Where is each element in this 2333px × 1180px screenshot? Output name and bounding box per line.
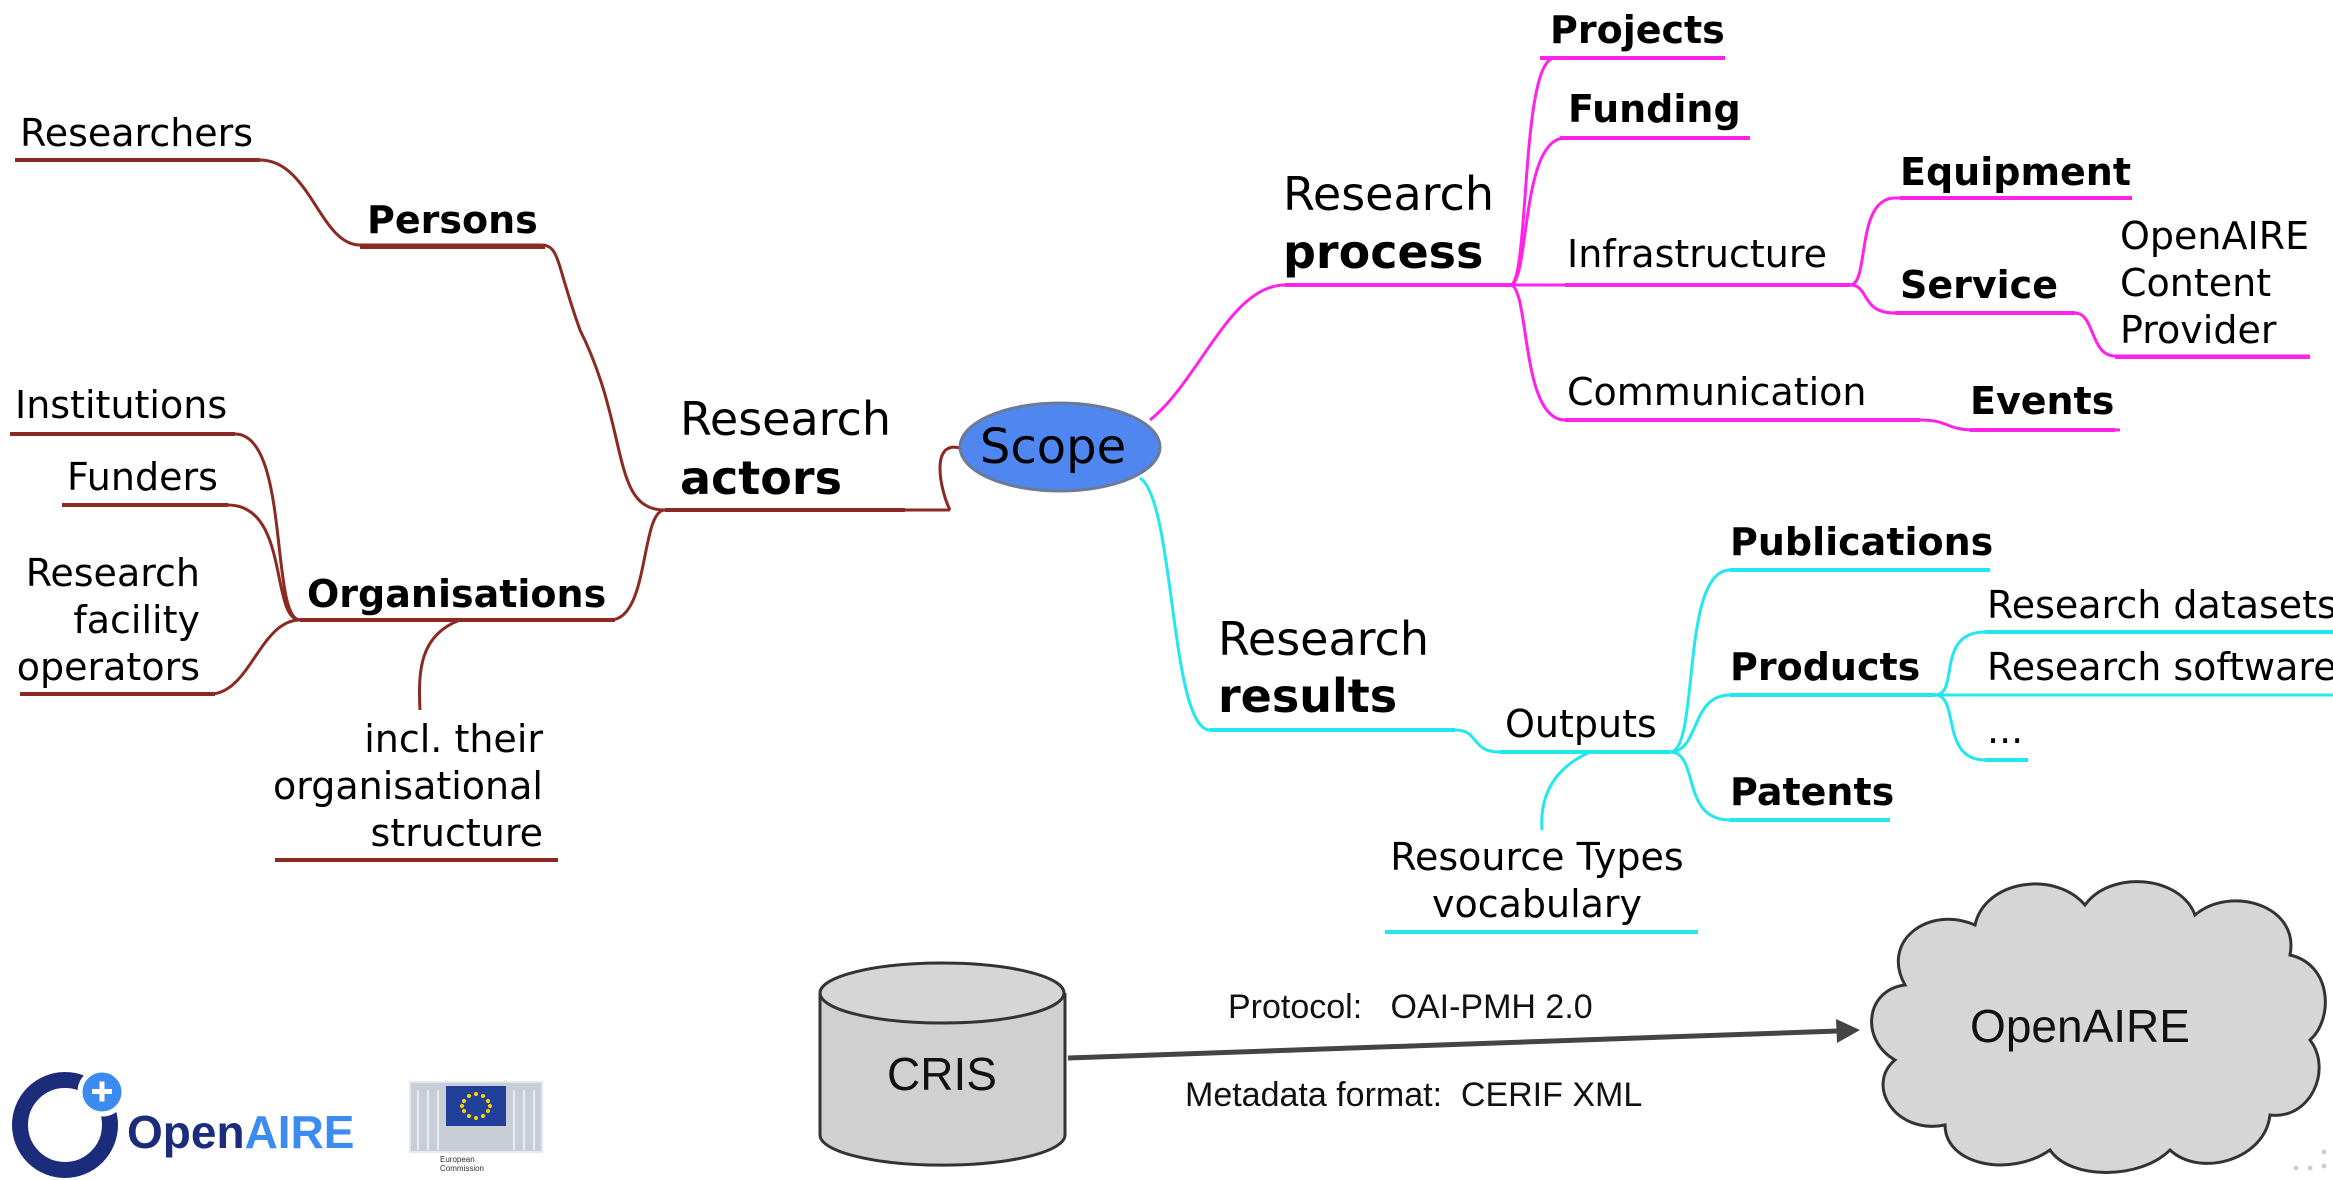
- org-note-line3: structure: [371, 811, 543, 855]
- cris-cylinder-body: [818, 993, 1067, 1167]
- actors-connectors: [10, 158, 961, 711]
- node-service: Service: [1900, 263, 2058, 307]
- node-institutions: Institutions: [15, 383, 227, 427]
- vocab-line2: vocabulary: [1432, 882, 1642, 926]
- vocab-line1: Resource Types: [1390, 835, 1683, 879]
- actors-title-line2: actors: [680, 451, 842, 505]
- node-funders: Funders: [67, 455, 218, 499]
- openaire-label: OpenAIRE: [1970, 1000, 2190, 1052]
- openaire-logo: OpenAIRE: [12, 1067, 354, 1178]
- node-products: Products: [1730, 645, 1920, 689]
- openaire-logo-word-aire: AIRE: [245, 1106, 355, 1158]
- scope-node: Scope: [958, 401, 1162, 493]
- org-note-line2: organisational: [273, 764, 543, 808]
- ec-label-line1: European: [440, 1155, 475, 1164]
- openaire-logo-ring: [12, 1072, 118, 1178]
- actors-title-line1: Research: [680, 392, 891, 446]
- node-communication: Communication: [1567, 370, 1867, 414]
- results-connectors: [1139, 476, 2333, 831]
- node-research-datasets: Research datasets: [1987, 583, 2333, 627]
- node-research-facility-line1: Research: [26, 551, 200, 595]
- ec-flag-stars: [460, 1092, 492, 1120]
- cris-cylinder-top: [818, 961, 1066, 1025]
- protocol-label: Protocol: OAI-PMH 2.0: [1228, 988, 1593, 1026]
- process-title-line1: Research: [1283, 167, 1494, 221]
- node-infrastructure: Infrastructure: [1567, 232, 1827, 276]
- format-label: Metadata format: CERIF XML: [1185, 1076, 1642, 1114]
- cloud-shape: [1870, 880, 2327, 1174]
- european-commission-logo: European Commission: [409, 1081, 543, 1173]
- process-title-line2: process: [1283, 225, 1483, 279]
- node-events: Events: [1970, 379, 2114, 423]
- org-note-line1: incl. their: [364, 717, 543, 761]
- node-more-products: ...: [1987, 708, 2023, 752]
- node-publications: Publications: [1730, 520, 1993, 564]
- results-title-line1: Research: [1218, 612, 1429, 666]
- results-title-line2: results: [1218, 669, 1397, 723]
- harvest-arrow: [1067, 1019, 1860, 1061]
- provider-line1: OpenAIRE: [2120, 214, 2309, 258]
- node-patents: Patents: [1730, 770, 1894, 814]
- scope-label: Scope: [980, 419, 1126, 475]
- scope-ellipse: [958, 401, 1162, 493]
- provider-line2: Content: [2120, 261, 2271, 305]
- node-funding: Funding: [1568, 87, 1741, 131]
- node-persons: Persons: [367, 198, 538, 242]
- cris-database: CRIS: [818, 961, 1067, 1167]
- openaire-cloud: OpenAIRE: [1870, 880, 2327, 1174]
- openaire-logo-wordmark: OpenAIRE: [127, 1106, 354, 1158]
- ec-label-line2: Commission: [440, 1164, 484, 1173]
- node-equipment: Equipment: [1900, 150, 2131, 194]
- node-research-facility-line3: operators: [17, 645, 200, 689]
- arrow-head: [1836, 1019, 1860, 1043]
- node-research-facility-line2: facility: [73, 598, 200, 642]
- process-connectors: [1149, 56, 2310, 432]
- node-organisations: Organisations: [307, 572, 606, 616]
- cris-label: CRIS: [887, 1048, 997, 1100]
- node-projects: Projects: [1550, 8, 1725, 52]
- node-research-software: Research software: [1987, 645, 2333, 689]
- node-researchers: Researchers: [20, 111, 253, 155]
- corner-dots: [2293, 1149, 2327, 1171]
- node-outputs: Outputs: [1505, 702, 1657, 746]
- openaire-logo-word-open: Open: [127, 1106, 245, 1158]
- provider-line3: Provider: [2120, 308, 2277, 352]
- arrow-line: [1067, 1028, 1839, 1061]
